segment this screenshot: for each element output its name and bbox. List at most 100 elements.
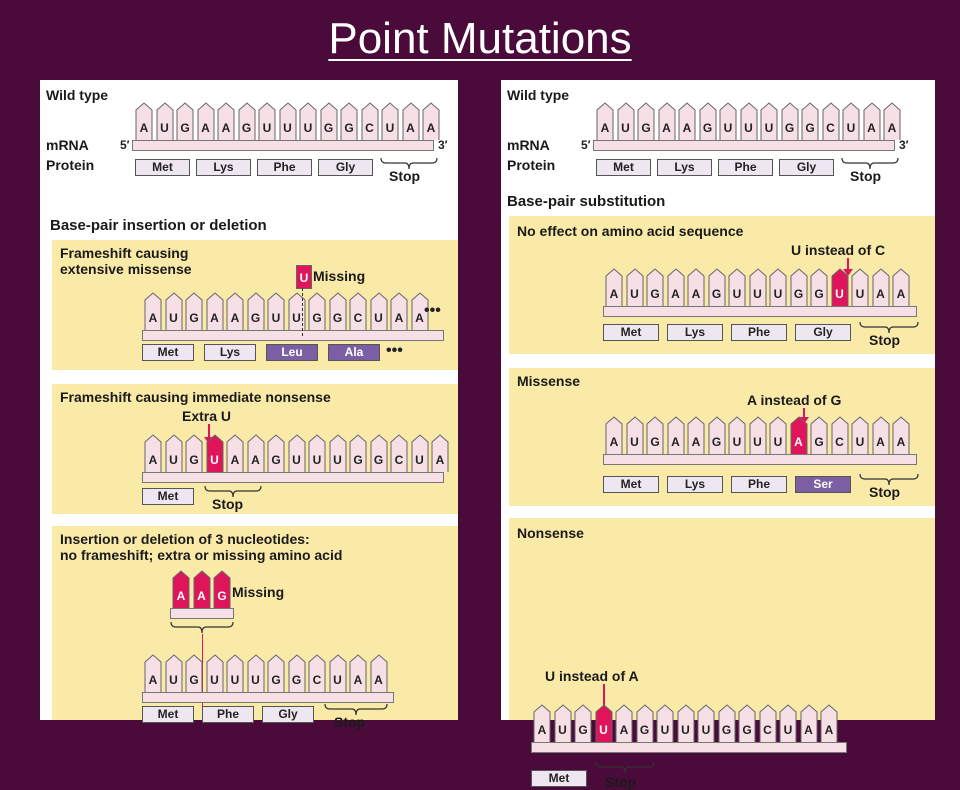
nucleotide: G [340, 102, 358, 140]
nucleotide: U [247, 654, 265, 692]
amino-acid: Met [135, 159, 190, 176]
frameshift-nonsense-title: Frameshift causing immediate nonsense [60, 389, 331, 405]
substitution-callout: U instead of A [545, 668, 639, 684]
stop-label: Stop [869, 332, 901, 348]
nucleotide: U [697, 704, 715, 742]
nucleotide: G [320, 102, 338, 140]
nucleotide-shape [769, 416, 787, 454]
nucleotide-shape [156, 102, 173, 140]
nucleotide-letter: G [805, 121, 815, 135]
nucleotide-shape [279, 102, 296, 140]
stop-brace [595, 761, 655, 774]
nucleotide-shape [708, 268, 725, 306]
nucleotide: A [431, 434, 449, 472]
nucleotide-letter: A [876, 287, 885, 301]
nucleotide-shape [831, 416, 848, 454]
nucleotide-shape [728, 416, 746, 454]
nucleotide-letter: A [148, 453, 158, 467]
nucleotide-letter: U [283, 121, 292, 135]
nucleotide-letter: A [887, 121, 897, 135]
nucleotide-shape [329, 434, 346, 472]
nucleotide-letter: A [662, 121, 671, 135]
nucleotide: A [193, 570, 211, 608]
nucleotide-shape [165, 434, 182, 472]
nucleotide: A [206, 292, 224, 330]
nucleotide: G [238, 102, 256, 140]
nucleotide: A [615, 704, 633, 742]
amino-acid: Ala [328, 344, 380, 361]
nucleotide-letter: U [744, 121, 753, 135]
nucleotide-letter: A [374, 673, 383, 687]
nucleotide-shape [872, 416, 889, 454]
stop-brace [204, 485, 262, 498]
nucleotide-letter: A [406, 121, 415, 135]
nucleotide-letter: U [835, 287, 844, 301]
amino-acid: Met [603, 324, 659, 341]
page-title: Point Mutations [328, 14, 632, 63]
nucleotide-shape [340, 102, 358, 140]
nucleotide-shape [667, 416, 684, 454]
three-nucleotide-title-1: Insertion or deletion of 3 nucleotides: [60, 531, 310, 547]
nucleotide-letter: U [846, 121, 856, 135]
nucleotide-letter: U [415, 453, 424, 467]
nucleotide-letter: U [169, 311, 178, 325]
nucleotide-shape [267, 654, 285, 692]
nucleotide: G [247, 292, 265, 330]
nucleotide: A [390, 292, 408, 330]
mrna-strip [531, 742, 847, 753]
nucleotide: U [626, 416, 644, 454]
nucleotide: U [206, 434, 224, 472]
nucleotide-letter: G [323, 121, 334, 135]
nucleotide: G [176, 102, 194, 140]
nucleotide: G [810, 416, 828, 454]
nucleotide: A [596, 102, 614, 140]
nucleotide: G [329, 292, 347, 330]
nucleotide-letter: A [221, 121, 231, 135]
nucleotide-letter: G [793, 287, 804, 301]
nucleotide-shape [226, 434, 244, 472]
nucleotide: U [842, 102, 860, 140]
nucleotide-shape [349, 292, 367, 330]
nucleotide-letter: G [641, 121, 651, 135]
stop-label: Stop [869, 484, 901, 500]
nucleotide-shape [144, 292, 162, 330]
nucleotide-shape [740, 102, 757, 140]
nucleotide: A [172, 570, 190, 608]
nucleotide-shape [267, 434, 285, 472]
nucleotide-letter: U [773, 435, 783, 449]
mrna-label: mRNA [46, 137, 89, 153]
amino-acid: Lys [667, 476, 723, 493]
nucleotide-shape [390, 434, 408, 472]
nucleotide-shape [760, 102, 778, 140]
nucleotide: U [165, 292, 183, 330]
nucleotide-shape [769, 268, 787, 306]
frameshift-missense-title-1: Frameshift causing [60, 245, 189, 261]
nucleotide: G [636, 704, 654, 742]
nucleotide-shape [247, 292, 264, 330]
nucleotide: G [267, 434, 285, 472]
nucleotide-shape [749, 268, 766, 306]
nucleotide-letter: U [753, 287, 762, 301]
nucleotide-shape [349, 654, 367, 692]
nucleotide-letter: A [609, 287, 619, 301]
continuation-dots: ••• [424, 302, 441, 319]
nucleotide: U [626, 268, 644, 306]
amino-acid: Lys [657, 159, 712, 176]
nucleotide-letter: U [630, 287, 639, 301]
nucleotide-shape [226, 654, 244, 692]
nucleotide-shape [213, 570, 231, 608]
nucleotide: A [687, 268, 705, 306]
mrna-strip [603, 454, 917, 465]
missing-codon-callout: Missing [232, 584, 285, 600]
nucleotide-shape [247, 654, 264, 692]
nucleotide: A [872, 416, 890, 454]
nucleotide: G [646, 416, 664, 454]
nucleotide: U [719, 102, 737, 140]
nucleotide-shape [206, 654, 223, 692]
nucleotide-shape [329, 292, 346, 330]
nucleotide-shape [790, 416, 807, 454]
nucleotide-letter: U [333, 453, 342, 467]
nucleotide: G [781, 102, 799, 140]
nucleotide-letter: U [210, 673, 219, 687]
